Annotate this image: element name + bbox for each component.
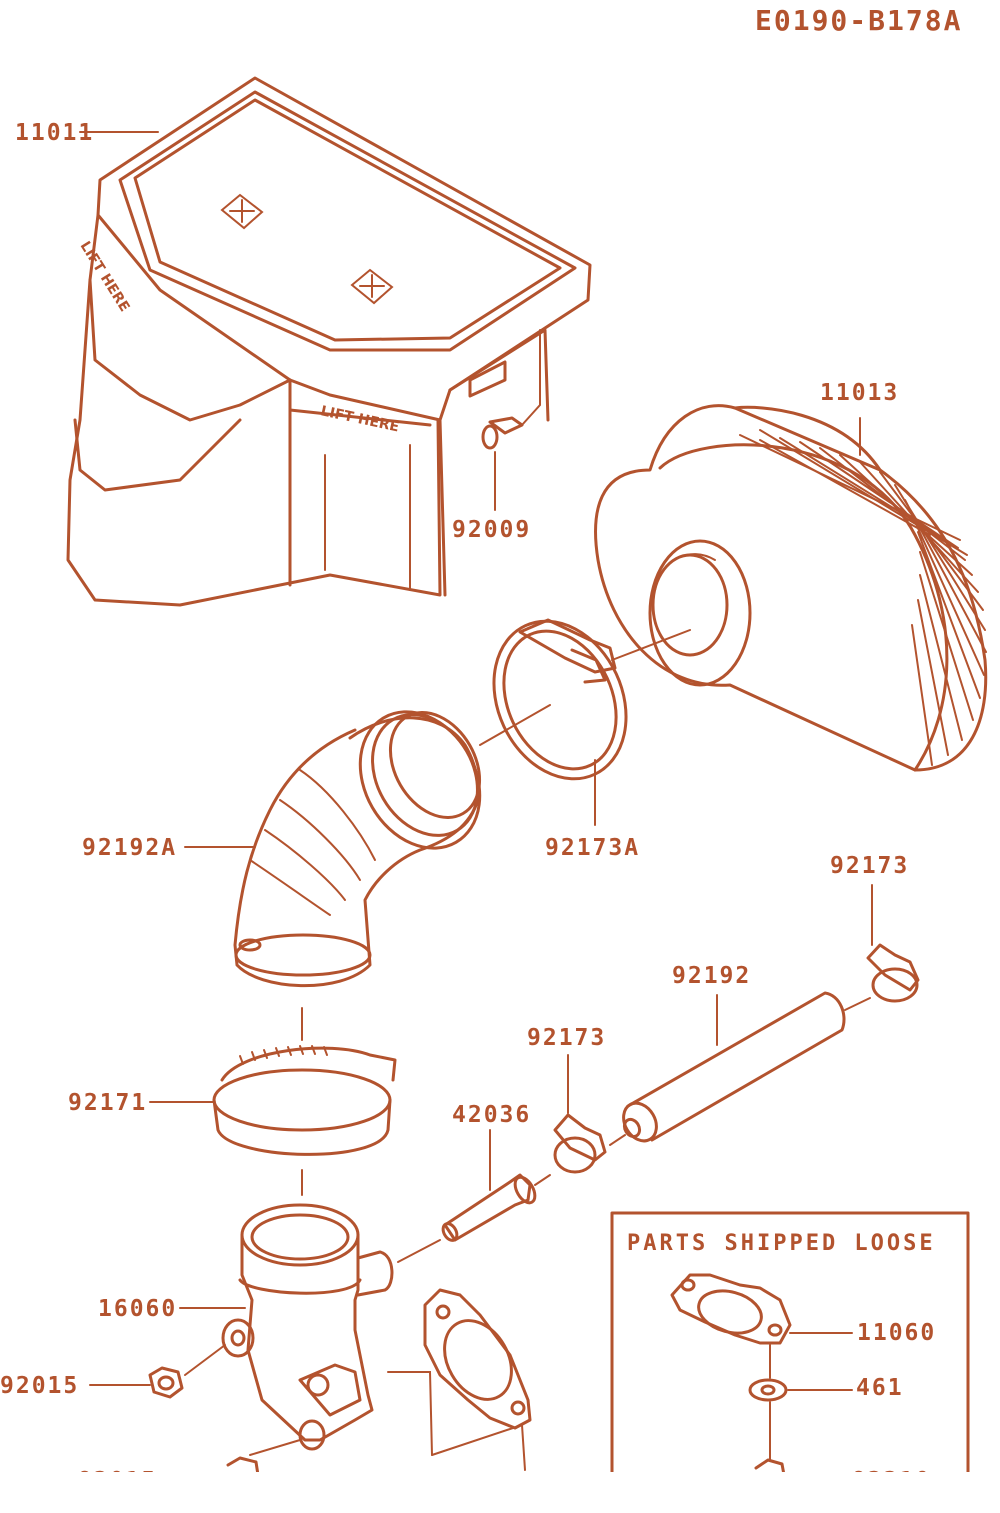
label-11060: 11060 (857, 1320, 936, 1346)
parts-box-title: PARTS SHIPPED LOOSE (627, 1231, 936, 1256)
screw-92009 (481, 329, 541, 511)
label-92173a: 92173A (545, 835, 640, 861)
holder-16060 (179, 1203, 394, 1451)
label-92192: 92192 (672, 963, 751, 989)
diagram-code: E0190-B178A (755, 4, 962, 37)
label-461: 461 (856, 1375, 904, 1401)
clamp-92173-upper (844, 884, 920, 1011)
label-92173-upper: 92173 (830, 853, 909, 879)
parts-shipped-loose-box: PARTS SHIPPED LOOSE 11060 461 92210 (610, 1211, 970, 1494)
fitting-42036 (397, 1129, 537, 1263)
bottom-crop (0, 1472, 1000, 1513)
band-clamp-92171 (149, 1045, 397, 1196)
label-92171: 92171 (68, 1090, 147, 1116)
nut-92015-b (226, 1439, 301, 1477)
label-42036: 42036 (452, 1102, 531, 1128)
label-92173-lower: 92173 (527, 1025, 606, 1051)
clamp-92173-lower (534, 1054, 626, 1186)
label-92192a: 92192A (82, 835, 177, 861)
holder-gasket (387, 1288, 532, 1471)
label-16060: 16060 (98, 1296, 177, 1322)
air-filter-element (594, 404, 988, 772)
label-92015-a: 92015 (0, 1373, 79, 1399)
hose-92192 (622, 991, 846, 1143)
clamp-92173a (479, 618, 691, 826)
label-92009: 92009 (452, 517, 531, 543)
embossed-lift-here-left: LIFT HERE (77, 239, 133, 315)
label-11013: 11013 (820, 380, 899, 406)
label-11011: 11011 (15, 120, 94, 146)
nut-92015-a (89, 1344, 226, 1399)
elbow-hose-92192a (184, 710, 482, 1041)
